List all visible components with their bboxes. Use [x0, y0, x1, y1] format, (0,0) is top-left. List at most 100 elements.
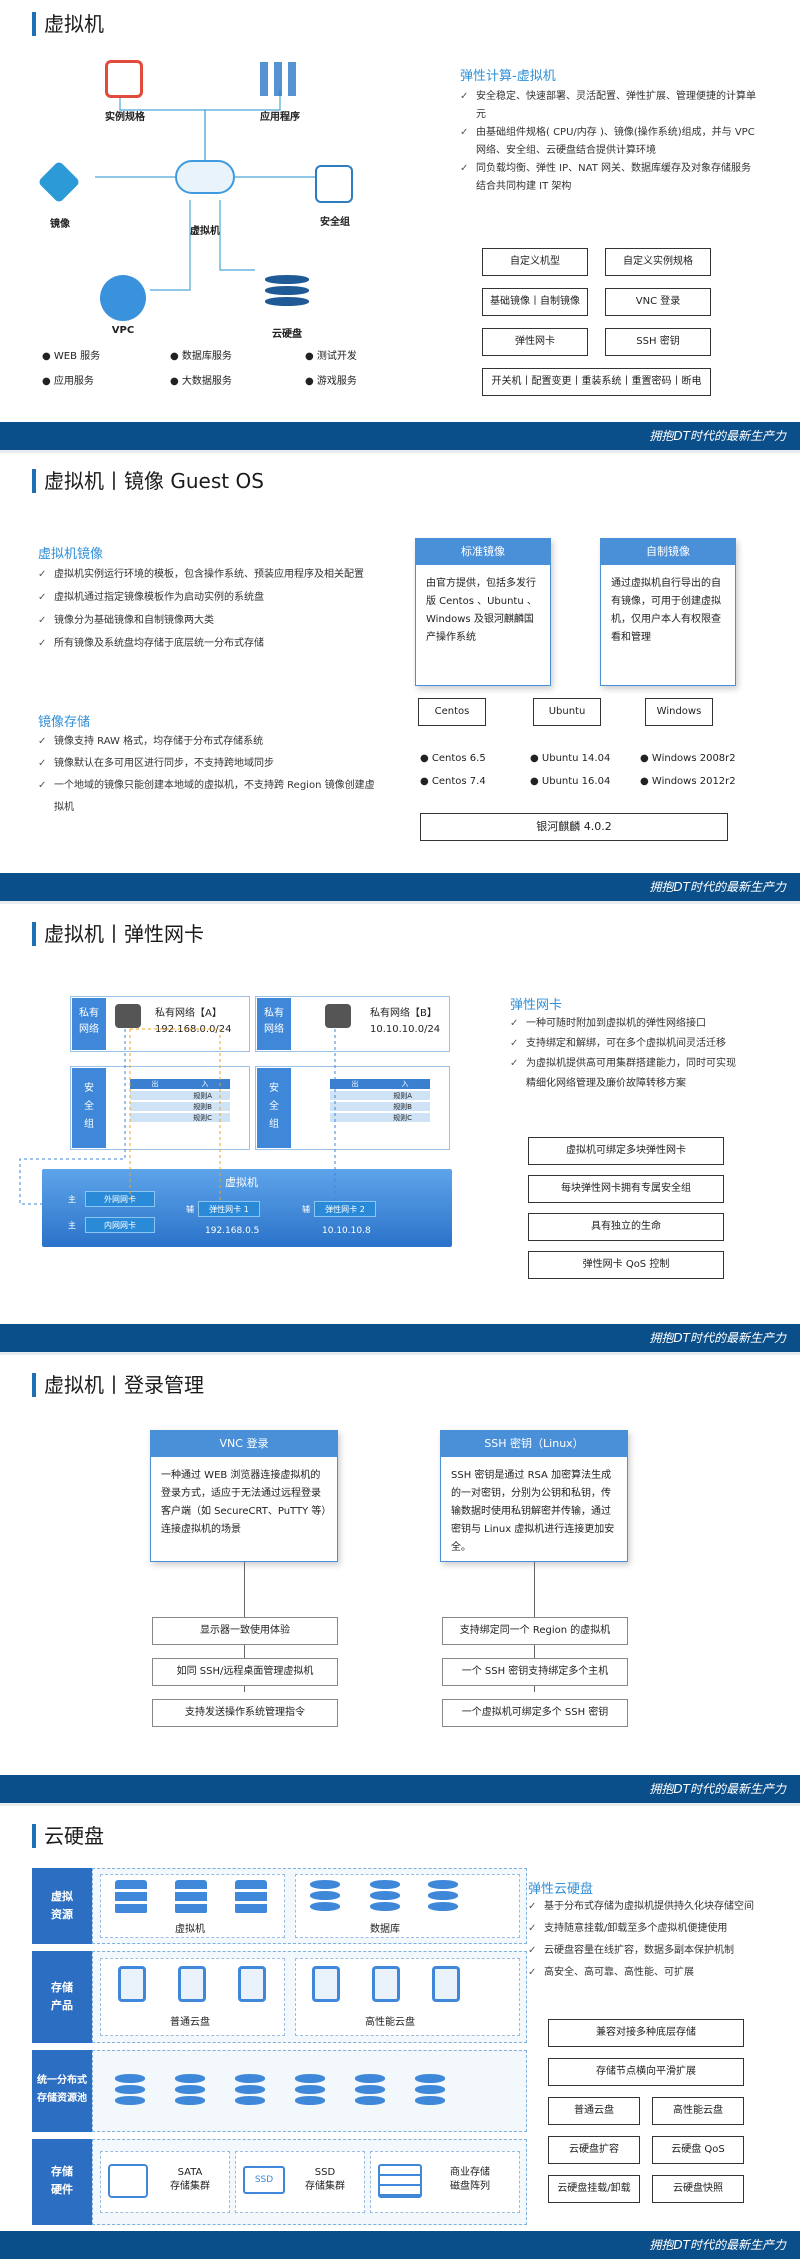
apps-label: 应用程序 [260, 112, 300, 123]
private-net-label: 私有 网络 [257, 998, 291, 1050]
disk-icon [265, 275, 309, 309]
security-icon [315, 165, 353, 203]
feature-box: 虚拟机可绑定多块弹性网卡 [528, 1137, 724, 1165]
sg-label: 安 全 组 [257, 1068, 291, 1148]
dashed-links [19, 1028, 336, 1205]
db-label: 数据库 [370, 1924, 400, 1935]
footer-slogan: 拥抱DT时代的最新生产力 [0, 422, 800, 450]
net-b-name: 私有网络【B】 [370, 1008, 437, 1019]
vpc-label: VPC [111, 325, 135, 336]
bullet-item: 高安全、高可靠、高性能、可扩展 [528, 1962, 778, 1984]
row-label: 存储 硬件 [32, 2139, 92, 2225]
os-version: ● Ubuntu 14.04 [530, 753, 611, 764]
use-web: ● WEB 服务 [42, 351, 101, 362]
bullet-item: 为虚拟机提供高可用集群搭建能力，同时可实现精细化网络管理及廉价故障转移方案 [510, 1054, 745, 1094]
feature-box: 云硬盘挂载/卸载 [548, 2175, 640, 2203]
bullet-item: 同负载均衡、弹性 IP、NAT 网关、数据库缓存及对象存储服务结合共同构建 IT… [460, 160, 760, 196]
ssh-card: SSH 密钥（Linux） SSH 密钥是通过 RSA 加密算法生成的一对密钥，… [440, 1430, 628, 1562]
hdd-icon [178, 1966, 206, 2002]
slide-vm-overview: 虚拟机 虚拟机 实例规格 应用程序 镜像 安全组 VPC 云硬盘 ● WEB 服… [0, 0, 800, 450]
net-b-cidr: 10.10.10.0/24 [370, 1024, 441, 1035]
database-icon [370, 1880, 400, 1914]
perf-disk-label: 高性能云盘 [365, 2017, 415, 2028]
vnc-feature: 如同 SSH/远程桌面管理虚拟机 [152, 1658, 338, 1686]
rule-table: 出入 规则A 规则B 规则C [330, 1079, 430, 1122]
fast-disk-icon [372, 1966, 400, 2002]
bullet-item: 镜像支持 RAW 格式，均存储于分布式存储系统 [38, 731, 378, 753]
section-heading: 弹性计算-虚拟机 [460, 69, 556, 84]
private-net-label: 私有 网络 [72, 998, 106, 1050]
row-label: 虚拟 资源 [32, 1868, 92, 1944]
eni-2: 弹性网卡 2 [314, 1201, 376, 1217]
bullet-list: 安全稳定、快速部署、灵活配置、弹性扩展、管理便捷的计算单元 由基础组件规格( C… [460, 88, 760, 196]
vpc-icon [100, 275, 146, 321]
slide-title: 虚拟机 [32, 12, 104, 36]
section-heading: 弹性网卡 [510, 998, 563, 1013]
footer-slogan: 拥抱DT时代的最新生产力 [0, 1324, 800, 1352]
fast-disk-icon [432, 1966, 460, 2002]
footer-slogan: 拥抱DT时代的最新生产力 [0, 2231, 800, 2259]
feature-box: 云硬盘 QoS [652, 2136, 744, 2164]
section-heading: 虚拟机镜像 [38, 547, 104, 562]
feature-box: 云硬盘扩容 [548, 2136, 640, 2164]
sata-group [100, 2151, 230, 2213]
os-version: ● Windows 2012r2 [640, 776, 736, 787]
server-icon [115, 1880, 147, 1914]
slide-title: 虚拟机丨弹性网卡 [32, 922, 204, 946]
aux-tag: 辅 [302, 1205, 310, 1214]
feature-box: 具有独立的生命 [528, 1213, 724, 1241]
slide-cloud-disk: 云硬盘 虚拟 资源 存储 产品 统一分布式 存储资源池 存储 硬件 虚拟机 数据… [0, 1806, 800, 2259]
section-heading: 镜像存储 [38, 715, 91, 730]
footer-slogan: 拥抱DT时代的最新生产力 [0, 1775, 800, 1803]
ssd-label: SSD 存储集群 [305, 2167, 345, 2192]
database-icon [428, 1880, 458, 1914]
slide-image: 虚拟机丨镜像 Guest OS 虚拟机镜像 虚拟机实例运行环境的模板，包含操作系… [0, 453, 800, 901]
bullet-item: 支持随意挂载/卸载至多个虚拟机便捷使用 [528, 1918, 778, 1940]
apps-icon [260, 62, 300, 96]
slide-title: 虚拟机丨镜像 Guest OS [32, 469, 264, 493]
slide-eni: 虚拟机丨弹性网卡 私有 网络 私有网络【A】 192.168.0.0/24 私有… [0, 904, 800, 1352]
slide-title: 虚拟机丨登录管理 [32, 1373, 204, 1397]
net-a-name: 私有网络【A】 [155, 1008, 222, 1019]
storage-pool-icon [115, 2074, 145, 2108]
sata-disk-icon [108, 2164, 148, 2198]
spec-label: 实例规格 [105, 112, 145, 123]
feature-box-wide: 兼容对接多种底层存储 [548, 2019, 744, 2047]
bullet-item: 一个地域的镜像只能创建本地域的虚拟机，不支持跨 Region 镜像创建虚拟机 [38, 775, 378, 819]
hdd-icon [118, 1966, 146, 2002]
bullet-list: 虚拟机实例运行环境的模板，包含操作系统、预装应用程序及相关配置 虚拟机通过指定镜… [38, 563, 398, 655]
ssh-feature: 支持绑定同一个 Region 的虚拟机 [442, 1617, 628, 1645]
sg-label: 安 全 组 [72, 1068, 106, 1148]
main-tag: 主 [68, 1195, 76, 1204]
vnc-feature: 支持发送操作系统管理指令 [152, 1699, 338, 1727]
custom-image-card: 自制镜像 通过虚拟机自行导出的自有镜像，可用于创建虚拟机，仅用户本人有权限查看和… [600, 538, 736, 686]
bullet-item: 镜像分为基础镜像和自制镜像两大类 [38, 609, 398, 632]
array-label: 商业存储 磁盘阵列 [450, 2167, 490, 2192]
net-a-cidr: 192.168.0.0/24 [155, 1024, 232, 1035]
bullet-list: 镜像支持 RAW 格式，均存储于分布式存储系统 镜像默认在多可用区进行同步，不支… [38, 731, 378, 819]
disk-label: 云硬盘 [272, 329, 302, 340]
feature-box-wide: 存储节点横向平滑扩展 [548, 2058, 744, 2086]
storage-pool-icon [355, 2074, 385, 2108]
feature-box: 云硬盘快照 [652, 2175, 744, 2203]
os-box: Ubuntu [533, 698, 601, 726]
footer-slogan: 拥抱DT时代的最新生产力 [0, 873, 800, 901]
private-nic: 内网网卡 [85, 1217, 155, 1233]
bullet-item: 基于分布式存储为虚拟机提供持久化块存储空间 [528, 1896, 778, 1918]
vm-label: 虚拟机 [225, 1176, 258, 1189]
feature-box: 弹性网卡 QoS 控制 [528, 1251, 724, 1279]
storage-pool-icon [175, 2074, 205, 2108]
bullet-item: 虚拟机实例运行环境的模板，包含操作系统、预装应用程序及相关配置 [38, 563, 398, 586]
use-game: ● 游戏服务 [305, 376, 357, 387]
sata-label: SATA 存储集群 [170, 2167, 210, 2192]
feature-box: 基础镜像丨自制镜像 [482, 288, 588, 316]
security-group-a [70, 1066, 250, 1150]
row-label: 统一分布式 存储资源池 [32, 2050, 92, 2132]
bullet-item: 由基础组件规格( CPU/内存 )、镜像(操作系统)组成，并与 VPC 网络、安… [460, 124, 760, 160]
ssd-group [235, 2151, 365, 2213]
main-tag: 主 [68, 1221, 76, 1230]
use-test: ● 测试开发 [305, 351, 357, 362]
feature-box: 自定义实例规格 [605, 248, 711, 276]
os-version: ● Centos 6.5 [420, 753, 486, 764]
bullet-list: 基于分布式存储为虚拟机提供持久化块存储空间 支持随意挂载/卸载至多个虚拟机便捷使… [528, 1896, 778, 1984]
